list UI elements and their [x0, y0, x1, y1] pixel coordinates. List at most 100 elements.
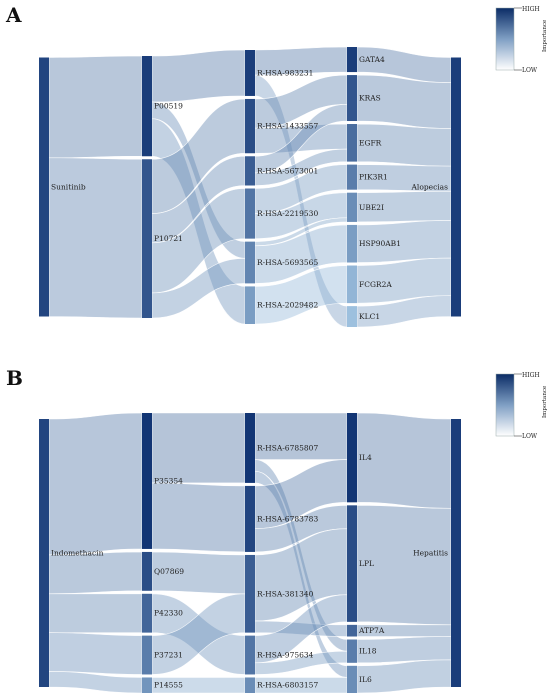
node-label: IL18: [359, 647, 377, 656]
sankey-link: [48, 632, 143, 675]
node-label: R-HSA-5693565: [257, 258, 318, 267]
sankey-node: [245, 635, 255, 675]
node-label: GATA4: [359, 55, 385, 64]
importance-legend: HIGH LOW Importance: [495, 6, 548, 74]
node-label: P37231: [154, 651, 183, 660]
legend-high-label: HIGH: [522, 372, 540, 379]
node-label: KLC1: [359, 312, 380, 321]
node-label: IL6: [359, 675, 372, 684]
sankey-node: [245, 156, 255, 186]
node-label: R-HSA-5673001: [257, 166, 318, 175]
node-label: Sunitinib: [51, 183, 86, 192]
sankey-node: [245, 485, 255, 552]
sankey-node: [245, 241, 255, 284]
sankey-link: [254, 650, 348, 675]
legend-colorbar: [495, 373, 515, 437]
sankey-nodes: Indomethacin P35354Q07869P42330P37231P145…: [39, 413, 461, 693]
node-label: HSP90AB1: [359, 239, 401, 248]
sankey-node: [347, 624, 357, 637]
sankey-node: [142, 56, 152, 157]
sankey-node: [451, 57, 461, 317]
legend-low-label: LOW: [522, 433, 538, 440]
legend-high-label: HIGH: [522, 6, 540, 13]
sankey-node: [142, 635, 152, 675]
sankey-node: [451, 419, 461, 687]
sankey-node: [245, 413, 255, 483]
sankey-node: [347, 306, 357, 327]
importance-legend: HIGH LOW Importance: [495, 372, 548, 440]
node-label: Indomethacin: [51, 549, 104, 558]
sankey-link: [48, 55, 143, 159]
node-label: P42330: [154, 609, 183, 618]
sankey-link: [48, 593, 143, 633]
sankey-node: [142, 551, 152, 591]
sankey-node: [142, 677, 152, 693]
node-label: Alopecias: [411, 183, 449, 192]
node-label: EGFR: [359, 138, 382, 147]
sankey-link: [254, 148, 348, 186]
node-label: R-HSA-6803157: [257, 681, 318, 690]
sankey-node: [347, 124, 357, 162]
sankey-node: [142, 593, 152, 633]
sankey-node: [347, 192, 357, 222]
node-label: Hepatitis: [413, 549, 448, 558]
node-label: R-HSA-2219530: [257, 209, 318, 218]
sankey-links: [48, 46, 452, 328]
node-label: P00519: [154, 102, 183, 111]
sankey-node: [245, 188, 255, 239]
sankey-node: [142, 159, 152, 318]
node-label: R-HSA-6785807: [257, 443, 318, 452]
sankey-node: [347, 505, 357, 622]
sankey-link: [254, 265, 348, 325]
node-label: R-HSA-1433557: [257, 122, 318, 131]
sankey-node: [347, 224, 357, 263]
sankey-link: [48, 412, 143, 556]
node-label: UBE2I: [359, 203, 384, 212]
sankey-links: [48, 412, 452, 694]
sankey-node: [347, 639, 357, 663]
node-label: R-HSA-2029482: [257, 301, 318, 310]
legend-title: Importance: [542, 20, 548, 52]
sankey-node: [39, 419, 49, 687]
node-label: FCGR2A: [359, 280, 392, 289]
panel-b: B Indomethacin P35354Q07869P42330P37231P1…: [6, 366, 548, 694]
legend-low-label: LOW: [522, 67, 538, 74]
node-label: P14555: [154, 681, 183, 690]
legend-title: Importance: [542, 386, 548, 418]
sankey-node: [347, 164, 357, 190]
sankey-node: [142, 413, 152, 549]
node-label: P10721: [154, 234, 183, 243]
sankey-node: [347, 265, 357, 304]
legend-colorbar: [495, 7, 515, 71]
node-label: LPL: [359, 559, 374, 568]
sankey-node: [347, 47, 357, 73]
sankey-link: [151, 482, 246, 553]
panel-letter: A: [5, 3, 22, 27]
node-label: P35354: [154, 476, 183, 485]
panel-letter: B: [6, 366, 23, 390]
sankey-node: [347, 665, 357, 693]
sankey-link: [151, 593, 246, 675]
node-label: R-HSA-983231: [257, 68, 313, 77]
sankey-link: [254, 412, 348, 460]
sankey-node: [245, 50, 255, 96]
sankey-node: [347, 75, 357, 122]
sankey-link: [48, 551, 143, 595]
node-label: IL4: [359, 453, 372, 462]
node-label: KRAS: [359, 94, 381, 103]
sankey-node: [245, 98, 255, 154]
sankey-link: [151, 412, 246, 484]
sankey-link: [151, 49, 246, 103]
sankey-node: [245, 554, 255, 633]
sankey-node: [245, 286, 255, 324]
sankey-node: [245, 677, 255, 693]
node-label: PIK3R1: [359, 173, 388, 182]
node-label: Q07869: [154, 567, 184, 576]
node-label: R-HSA-975634: [257, 651, 314, 660]
node-label: R-HSA-381340: [257, 589, 314, 598]
node-label: R-HSA-6783783: [257, 514, 318, 523]
node-label: ATP7A: [358, 626, 385, 635]
